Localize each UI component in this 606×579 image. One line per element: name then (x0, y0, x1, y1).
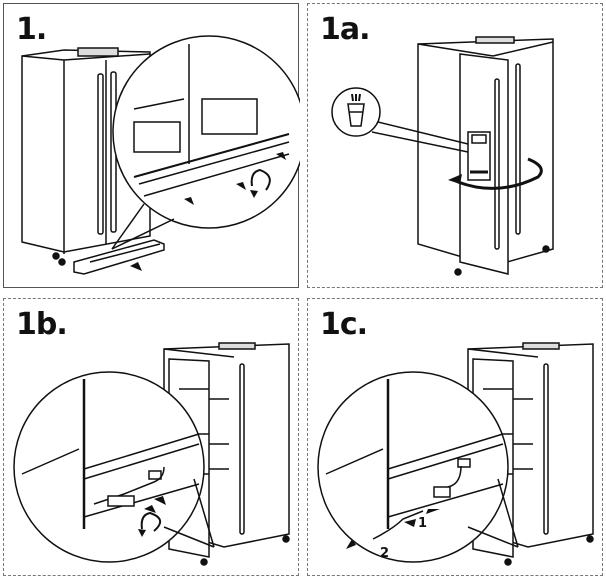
step-label: 1b. (16, 307, 68, 342)
arrow-label-2: 2 (380, 546, 389, 561)
panel-step-1b: 1b. (3, 298, 299, 576)
rotate-arrow-icon (448, 174, 462, 184)
panel-step-1c: 1c. (307, 298, 603, 576)
fridge-toe-grille-illustration (21, 35, 300, 275)
water-line-clamp-illustration (13, 342, 290, 566)
water-line-disconnect-illustration: 1 2 (317, 342, 594, 566)
step-label: 1c. (320, 307, 368, 342)
step-label: 1. (16, 12, 47, 47)
fridge-dispenser-illustration (331, 36, 554, 276)
arrow-label-1: 1 (418, 516, 427, 531)
panel-step-1a: 1a. (307, 3, 603, 288)
step-label: 1a. (320, 12, 371, 47)
panel-step-1: 1. (3, 3, 300, 288)
